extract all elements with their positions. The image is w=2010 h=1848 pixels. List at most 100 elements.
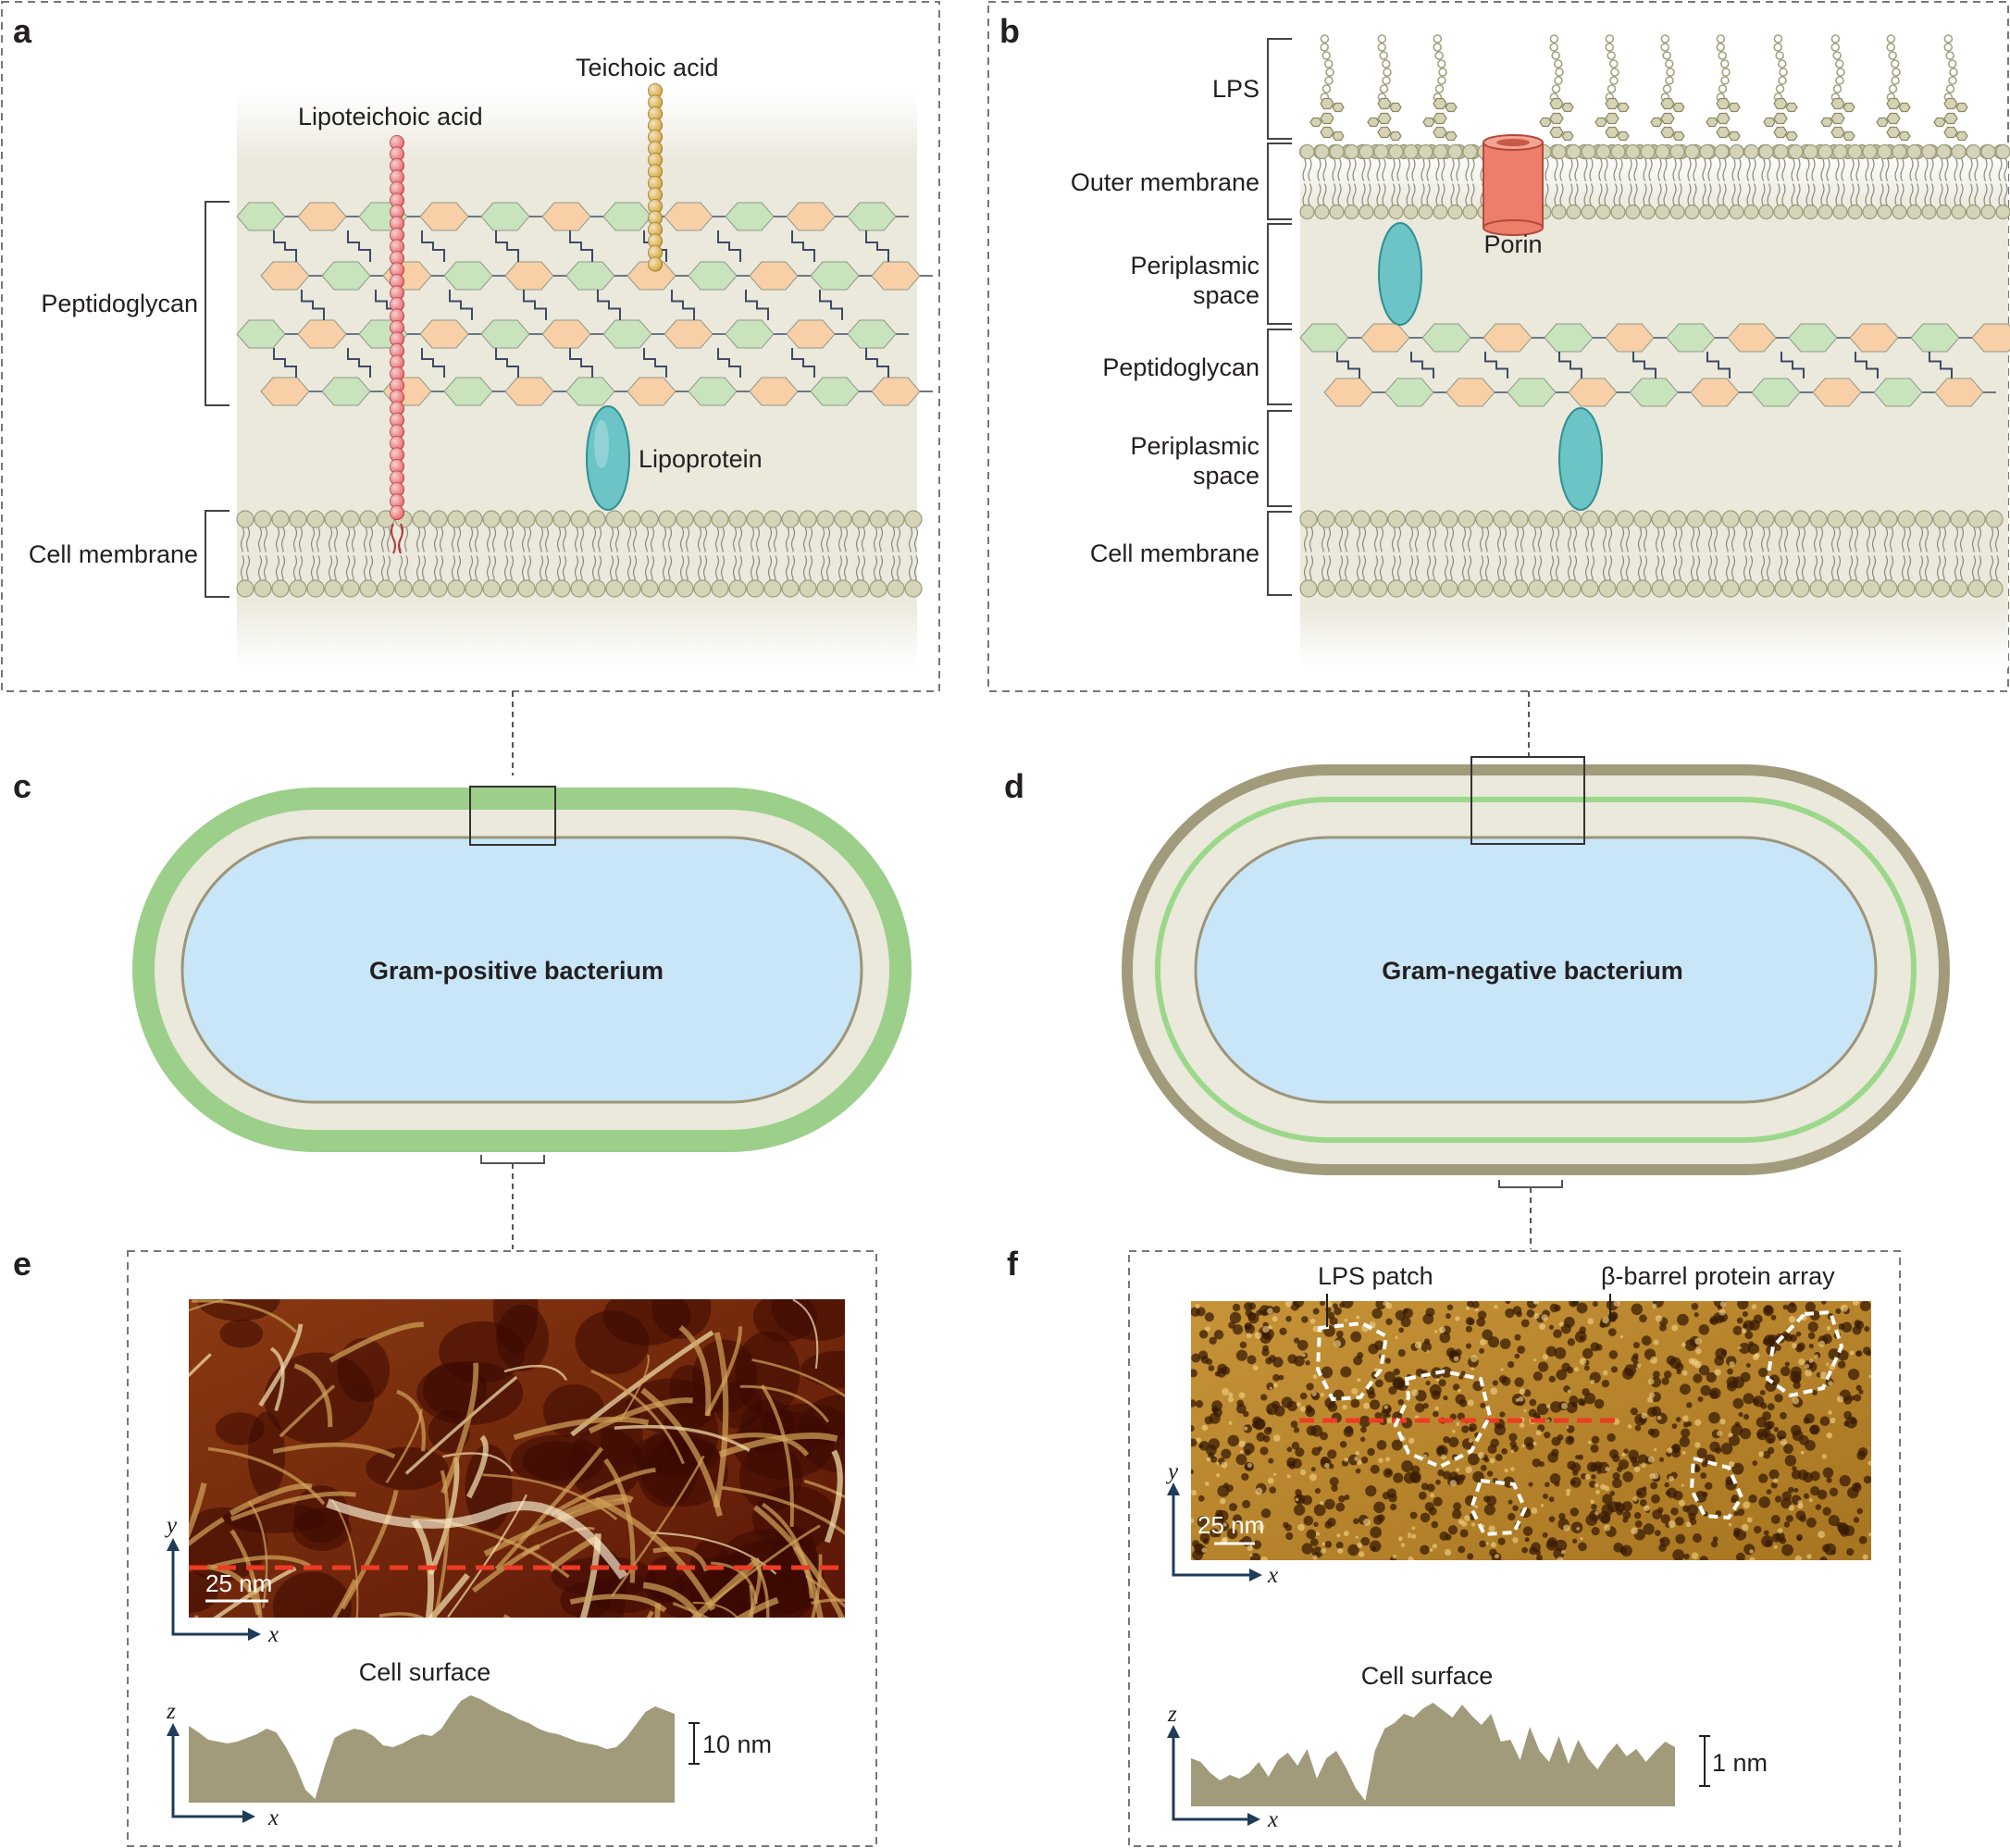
lps-core-sugar (1389, 130, 1402, 142)
afm-pore (1734, 1421, 1741, 1427)
afm-bump (1312, 1555, 1318, 1560)
afm-bump (1518, 1395, 1524, 1402)
peptide-crosslink (1929, 352, 1953, 378)
afm-pore (1652, 1509, 1663, 1519)
lipid-tail (1850, 158, 1855, 181)
lipid-head (1756, 510, 1775, 528)
afm-bump (1590, 1499, 1594, 1505)
lps-core-sugar (1898, 130, 1911, 142)
afm-pore (1756, 1432, 1764, 1438)
lipid-tail (1660, 555, 1666, 580)
lps-o-antigen-bead (1832, 84, 1842, 93)
lipid-tail (1968, 158, 1973, 181)
lipid-tail (1657, 158, 1662, 181)
afm-bump (1868, 1374, 1871, 1379)
lipid-head (1598, 510, 1617, 528)
afm-pore (1306, 1425, 1317, 1436)
afm-bump (1395, 1335, 1398, 1339)
afm-fiber (428, 1457, 460, 1576)
bead-highlight (648, 106, 663, 121)
afm-pore (1743, 1544, 1756, 1556)
panel-f-height-bar (1699, 1735, 1710, 1787)
lipid-head (1563, 510, 1582, 528)
lipid-head (799, 510, 817, 528)
lipid-tail (1783, 527, 1789, 552)
afm-pore (1739, 1342, 1751, 1355)
afm-pore (1306, 1383, 1314, 1391)
lipid-tail (790, 555, 796, 580)
afm-pore (1375, 1379, 1383, 1388)
lipid-head (1655, 143, 1670, 160)
lipid-tail (1737, 183, 1742, 206)
afm-bump (1541, 1314, 1548, 1321)
lipid-tail (292, 527, 298, 552)
afm-fiber (614, 1424, 751, 1452)
afm-pore (1508, 1512, 1516, 1521)
lipid-tail (1906, 527, 1912, 552)
lipid-head (1418, 143, 1433, 160)
afm-pore (1828, 1348, 1841, 1360)
afm-pore (1536, 1555, 1544, 1560)
cell-membrane-bracket-b (1267, 511, 1292, 596)
lipid-tail (1414, 527, 1420, 552)
afm-pore (1847, 1368, 1860, 1381)
afm-fiber (189, 1353, 212, 1378)
lipid-tail (808, 555, 813, 580)
lipid-head (1373, 143, 1389, 160)
afm-pore (1244, 1321, 1253, 1331)
lipid-tail (1361, 183, 1366, 206)
afm-bump (1295, 1497, 1299, 1502)
afm-pore (1608, 1350, 1619, 1359)
lps-core-sugar (1605, 97, 1619, 110)
lipid-tail (720, 555, 726, 580)
afm-fiber (569, 1594, 667, 1613)
afm-pore (1835, 1308, 1842, 1314)
afm-bump (1671, 1324, 1679, 1332)
afm-bump (1252, 1365, 1259, 1371)
lipid-head (1317, 579, 1335, 598)
afm-pore (1373, 1515, 1383, 1525)
afm-bump (1429, 1547, 1433, 1552)
panel-e-axis-x: x (267, 1622, 279, 1647)
lipid-tail (245, 527, 251, 552)
lipid-head (1344, 204, 1359, 220)
afm-pore (1852, 1482, 1862, 1493)
lipid-tail (1883, 527, 1889, 552)
afm-pore (1532, 1370, 1543, 1382)
afm-pore (1327, 1402, 1338, 1412)
afm-pore (1545, 1482, 1550, 1488)
lipid-head (728, 510, 747, 528)
lipid-head (1803, 204, 1818, 220)
lipid-head (1906, 204, 1922, 220)
lipid-tail (714, 527, 720, 552)
lipid-head (1329, 204, 1345, 220)
afm-bump (1320, 1392, 1325, 1397)
lipid-head (869, 510, 887, 528)
afm-bump (1296, 1402, 1301, 1408)
lipid-tail (1678, 158, 1682, 181)
lipid-tail (363, 555, 368, 580)
lipid-tail (1532, 555, 1537, 580)
afm-bump (1468, 1438, 1473, 1444)
afm-pore (1487, 1336, 1500, 1348)
lipid-tail (1805, 183, 1810, 206)
lipid-tail (1396, 158, 1401, 181)
afm-bump (1411, 1526, 1416, 1531)
afm-fiber (513, 1416, 650, 1441)
afm-pore (1763, 1305, 1773, 1314)
lipid-head (1792, 510, 1810, 528)
afm-pore (1770, 1482, 1778, 1489)
lipid-head (1773, 143, 1789, 160)
afm-pore (1414, 1403, 1425, 1413)
lipid-tail (855, 555, 861, 580)
afm-bump (1738, 1346, 1742, 1350)
afm-fiber (191, 1299, 298, 1333)
lipid-tail (627, 527, 632, 552)
lipid-head (465, 510, 483, 528)
lps-core-sugar (1367, 117, 1380, 128)
lipid-tail (1432, 527, 1437, 552)
afm-bump (1631, 1527, 1638, 1535)
afm-pore (1766, 1489, 1772, 1495)
afm-bump (1600, 1483, 1607, 1490)
afm-bump (1852, 1301, 1859, 1306)
